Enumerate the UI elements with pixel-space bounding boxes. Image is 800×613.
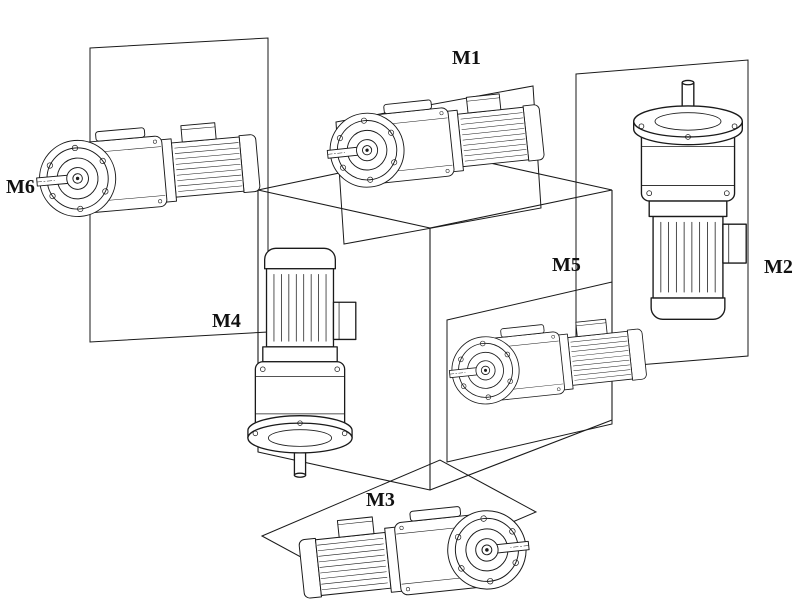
gearmotor-m6 [32, 117, 262, 221]
label-m5: M5 [552, 254, 581, 276]
gearmotor-m3 [296, 499, 534, 609]
label-m1: M1 [452, 47, 481, 69]
label-m2: M2 [764, 256, 793, 278]
mounting-plane-m2 [575, 59, 749, 371]
label-m4: M4 [212, 310, 241, 332]
gearmotor-m2 [633, 79, 747, 320]
gearmotor-m5 [445, 313, 649, 408]
gearmotor-m4 [247, 247, 357, 478]
label-m3: M3 [366, 489, 395, 511]
mounting-plane-m5 [446, 281, 613, 463]
label-m6: M6 [6, 176, 35, 198]
